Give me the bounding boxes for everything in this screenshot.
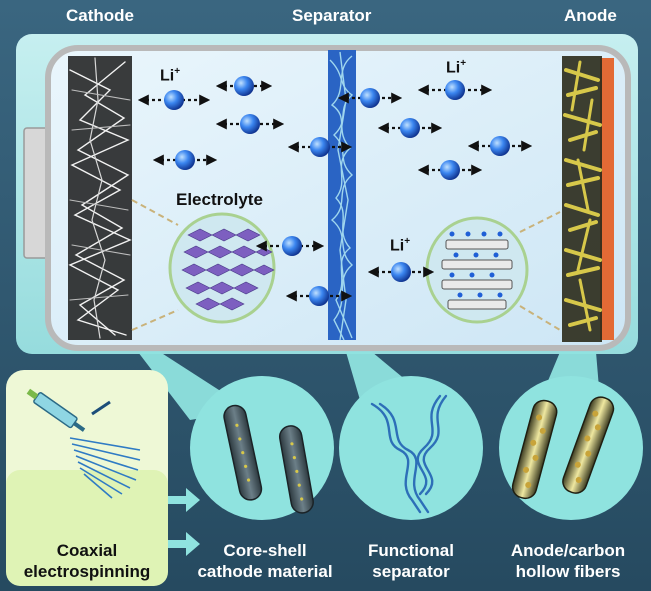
anode-header: Anode <box>564 6 617 25</box>
li-ion-label-center: Li+ <box>390 236 411 255</box>
anode-hollow-fibers-label: Anode/carbon hollow fibers <box>510 541 626 581</box>
coaxial-label: Coaxial electrospinning <box>23 541 151 581</box>
coreshell-label: Core-shell cathode material <box>197 541 333 581</box>
functional-separator-label: Functional separator <box>368 541 454 581</box>
li-ion-label-right: Li+ <box>446 58 467 77</box>
coaxial-panel <box>6 370 168 586</box>
separator-header: Separator <box>292 6 372 25</box>
electrolyte-label: Electrolyte <box>176 190 263 209</box>
anode-fiber-mat <box>562 56 614 342</box>
functional-separator-circle <box>339 376 483 520</box>
li-ion-label-left: Li+ <box>160 66 181 85</box>
flow-arrows <box>168 488 200 556</box>
graphite-layers-circle <box>425 211 561 331</box>
anode-hollow-fiber-circle <box>499 376 643 520</box>
cathode-fiber-mat <box>68 56 132 340</box>
electrolyte-crystal-circle <box>131 199 276 331</box>
cathode-header: Cathode <box>66 6 134 25</box>
coreshell-circle <box>190 376 334 520</box>
lithium-ions <box>137 76 533 306</box>
